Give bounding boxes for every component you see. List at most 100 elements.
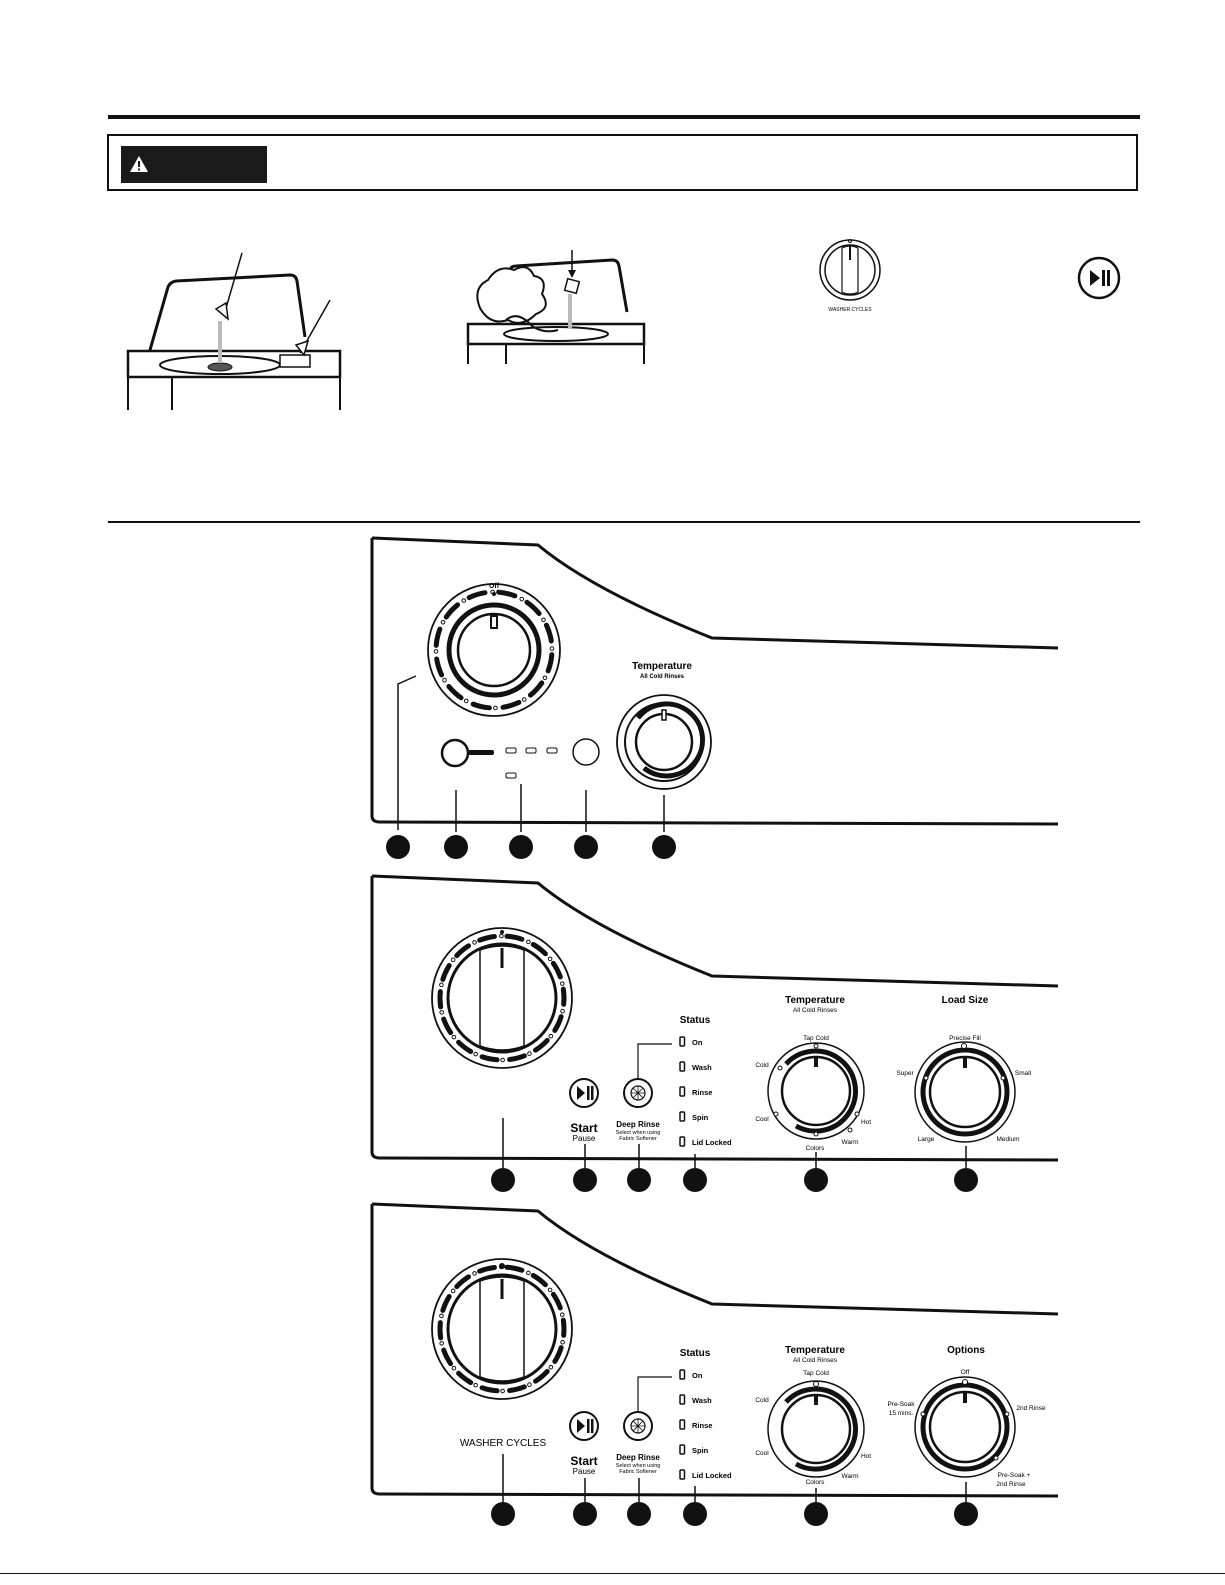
panel2-pause-label: Pause	[573, 1134, 596, 1143]
panel2-status-light	[679, 1086, 686, 1097]
section-rule	[108, 521, 1140, 523]
panel2-callout-1	[491, 1168, 515, 1192]
panel3-pause-label: Pause	[573, 1467, 596, 1476]
panel1-start-button[interactable]	[440, 738, 494, 768]
panel2-status-light	[679, 1111, 686, 1122]
panel3-start-button[interactable]	[569, 1411, 599, 1441]
panel3-temperature-knob[interactable]	[767, 1380, 865, 1478]
panel3-temperature-subtitle: All Cold Rinses	[793, 1357, 838, 1364]
panel2-callout-2	[573, 1168, 597, 1192]
panel2-callout-5	[804, 1168, 828, 1192]
panel2-load-precise-fill: Precise Fill	[949, 1035, 981, 1042]
panel3-callout-2	[573, 1502, 597, 1526]
warning-triangle-icon	[130, 156, 148, 172]
panel2-temperature-subtitle: All Cold Rinses	[793, 1007, 838, 1014]
panel2-temperature-knob[interactable]	[767, 1042, 865, 1140]
panel3-temperature-title: Temperature	[785, 1345, 845, 1356]
panel2-load-small: Small	[1015, 1070, 1032, 1077]
panel2-temp-warm: Warm	[841, 1139, 858, 1146]
panel3-options-knob[interactable]	[914, 1376, 1016, 1478]
panel3-washer-cycles-label: WASHER CYCLES	[460, 1438, 547, 1449]
panel1-callout-4	[574, 835, 598, 859]
panel3-temp-colors: Colors	[806, 1479, 826, 1486]
panel3-callout-1	[491, 1502, 515, 1526]
panel3-temp-hot: Hot	[861, 1453, 871, 1460]
panel2-start-button[interactable]	[569, 1078, 599, 1108]
panel2-load-size-knob[interactable]	[914, 1041, 1016, 1143]
panel3-status-label: Rinse	[692, 1421, 712, 1430]
panel3-deep-rinse-note-2: Fabric Softener	[619, 1469, 657, 1475]
panel2-status-light	[679, 1061, 686, 1072]
panel3-status-light	[679, 1469, 686, 1480]
panel2-callout-6	[954, 1168, 978, 1192]
panel1-temperature-knob[interactable]	[616, 694, 712, 790]
panel2-status-title: Status	[680, 1015, 711, 1026]
panel1-callout-1	[386, 835, 410, 859]
panel2-status-label: Wash	[692, 1063, 712, 1072]
panel2-status-label: Spin	[692, 1113, 709, 1122]
start-pause-icon	[1077, 256, 1121, 300]
panel3-temp-warm: Warm	[841, 1473, 858, 1480]
panel3-cycle-knob[interactable]	[431, 1258, 573, 1400]
panel2-temp-colors: Colors	[806, 1145, 826, 1152]
panel2-deep-rinse-label: Deep Rinse	[616, 1120, 660, 1129]
panel2-deep-rinse-button[interactable]	[623, 1078, 653, 1108]
panel3-option-pre-soak-time: 15 mins.	[889, 1410, 914, 1417]
washer-cycles-knob-illustration: WASHER CYCLES	[819, 239, 881, 313]
control-panel-3: WASHER CYCLES Start Pause Deep Rinse Sel…	[370, 1202, 1059, 1526]
panel1-temperature-subtitle: All Cold Rinses	[640, 674, 685, 680]
panel3-callout-4	[683, 1502, 707, 1526]
washer-dispenser-illustration	[126, 252, 342, 410]
panel3-option-2nd-rinse: 2nd Rinse	[1016, 1405, 1046, 1412]
panel3-option-pre-soak-2nd-rinse: 2nd Rinse	[996, 1481, 1026, 1488]
panel1-callout-5	[652, 835, 676, 859]
panel2-status-light	[679, 1036, 686, 1047]
top-rule	[108, 115, 1140, 119]
panel1-off-label: Off	[489, 583, 500, 590]
control-panel-2: Start Pause Deep Rinse Select when using…	[370, 874, 1059, 1192]
panel2-start-label: Start	[570, 1121, 597, 1135]
panel3-status-label: Wash	[692, 1396, 712, 1405]
panel2-temp-cold: Cold	[755, 1062, 769, 1069]
panel2-status-light	[679, 1136, 686, 1147]
panel1-option-button[interactable]	[572, 738, 600, 766]
panel3-status-light	[679, 1444, 686, 1455]
bottom-rule	[0, 1573, 1225, 1574]
panel3-option-pre-soak: Pre-Soak	[887, 1401, 915, 1408]
warning-badge	[121, 146, 267, 183]
panel3-status-title: Status	[680, 1348, 711, 1359]
panel2-load-super: Super	[896, 1070, 914, 1077]
panel3-option-pre-soak-plus: Pre-Soak +	[998, 1472, 1031, 1479]
panel1-status-lights	[505, 747, 558, 779]
panel1-cycle-knob[interactable]	[427, 583, 561, 717]
washer-cycles-caption: WASHER CYCLES	[828, 307, 872, 313]
panel3-status-label: Spin	[692, 1446, 709, 1455]
panel3-deep-rinse-note-1: Select when using	[616, 1463, 661, 1469]
panel2-temp-hot: Hot	[861, 1119, 871, 1126]
panel2-load-title: Load Size	[942, 995, 989, 1006]
panel3-status-label: On	[692, 1371, 703, 1380]
panel2-temp-tap-cold: Tap Cold	[803, 1035, 829, 1042]
warning-box	[107, 134, 1138, 191]
panel3-status-label: Lid Locked	[692, 1471, 732, 1480]
panel2-callout-3	[627, 1168, 651, 1192]
panel2-cycle-knob[interactable]	[431, 927, 573, 1069]
panel1-callout-3	[509, 835, 533, 859]
panel3-status-light	[679, 1369, 686, 1380]
panel3-options-title: Options	[947, 1345, 985, 1356]
panel3-temp-cold: Cold	[755, 1397, 769, 1404]
panel1-callout-2	[444, 835, 468, 859]
washer-load-illustration	[466, 250, 646, 364]
panel3-deep-rinse-button[interactable]	[623, 1411, 653, 1441]
panel3-status-light	[679, 1394, 686, 1405]
panel3-status-light	[679, 1419, 686, 1430]
panel2-callout-4	[683, 1168, 707, 1192]
panel3-deep-rinse-label: Deep Rinse	[616, 1453, 660, 1462]
panel2-status-label: Lid Locked	[692, 1138, 732, 1147]
panel3-callout-3	[627, 1502, 651, 1526]
panel3-start-label: Start	[570, 1454, 597, 1468]
control-panel-1: Off Temperature All Cold Rinses	[370, 536, 1059, 859]
panel3-callout-5	[804, 1502, 828, 1526]
